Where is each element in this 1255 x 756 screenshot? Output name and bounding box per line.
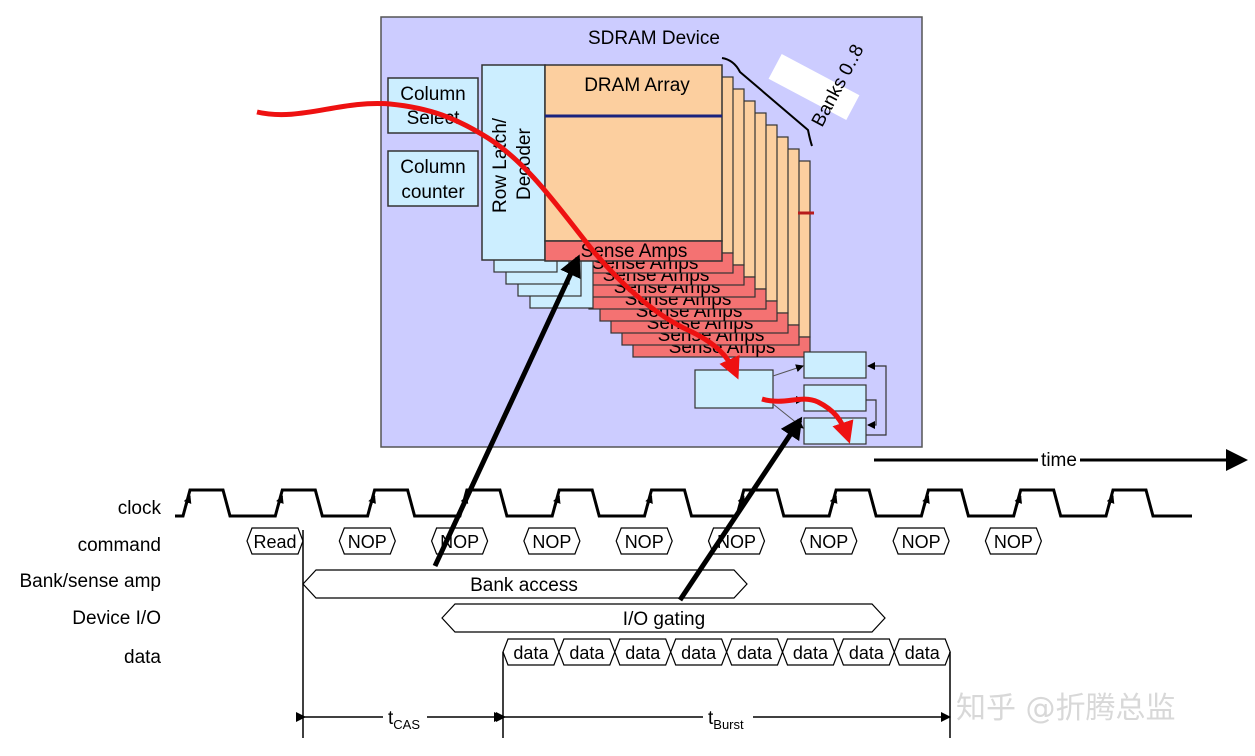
banks-bracket xyxy=(721,57,813,147)
command-label-6: NOP xyxy=(809,532,848,552)
column-counter-line1: Column xyxy=(400,157,465,178)
column-counter-line2: counter xyxy=(401,182,465,203)
column-select-line1: Column xyxy=(400,84,465,105)
data-word-label-2: data xyxy=(625,643,661,663)
data-word-label-1: data xyxy=(569,643,605,663)
row-decoder-line1: Row Latch/ xyxy=(490,117,511,213)
data-word-label-0: data xyxy=(513,643,549,663)
banks-label-bg xyxy=(768,53,860,121)
command-box-8 xyxy=(984,527,1043,555)
output-register-1 xyxy=(803,351,867,379)
clock-rising-edge-9 xyxy=(1013,495,1022,513)
clock-rising-edge-2 xyxy=(367,495,376,513)
command-label-8: NOP xyxy=(994,532,1033,552)
clock-rising-edge-7 xyxy=(829,495,838,513)
data-row: data data data data data data data data xyxy=(502,638,951,666)
command-box-4 xyxy=(615,527,673,555)
signal-label-device-io: Device I/O xyxy=(72,608,161,629)
column-select-line2: Select xyxy=(407,108,461,129)
command-label-7: NOP xyxy=(902,532,941,552)
tcas-label-bg xyxy=(383,706,427,730)
command-box-7 xyxy=(892,527,950,555)
latch-to-reg1 xyxy=(772,364,804,377)
command-box-3 xyxy=(523,527,581,555)
bank-access-label: Bank access xyxy=(470,575,578,596)
data-word-label-6: data xyxy=(849,643,885,663)
clock-rising-edge-5 xyxy=(644,495,653,513)
clock-rising-edge-0 xyxy=(183,495,192,513)
clock-rising-edge-1 xyxy=(275,495,284,513)
signal-label-data: data xyxy=(124,647,161,668)
clock-rising-edge-8 xyxy=(921,495,930,513)
tcas-sub: CAS xyxy=(393,717,420,732)
command-label-3: NOP xyxy=(532,532,571,552)
data-word-label-4: data xyxy=(737,643,773,663)
clock-waveform xyxy=(175,488,1192,518)
column-counter-box xyxy=(387,150,479,207)
command-label-1: NOP xyxy=(348,532,387,552)
data-word-label-3: data xyxy=(681,643,717,663)
tburst-label: tBurst xyxy=(708,708,744,732)
time-label-bg xyxy=(1038,449,1080,469)
bank-access-bar xyxy=(302,569,748,599)
command-label-5: NOP xyxy=(717,532,756,552)
command-label-0: Read xyxy=(253,532,296,552)
clock-rising-edge-4 xyxy=(552,495,561,513)
io-gating-label: I/O gating xyxy=(623,609,705,630)
read-command-arrow xyxy=(432,254,581,568)
data-word-label-7: data xyxy=(905,643,941,663)
dram-array-label: DRAM Array xyxy=(584,75,690,96)
tburst-base: t xyxy=(708,708,714,729)
watermark: 知乎 @折腾总监 xyxy=(956,691,1176,726)
data-path-to-output xyxy=(761,396,854,444)
sdram-device-title: SDRAM Device xyxy=(588,28,720,49)
command-label-4: NOP xyxy=(625,532,664,552)
row-decoder-box xyxy=(481,64,546,261)
sense-amps-label-front: Sense Amps xyxy=(581,241,688,262)
command-box-1 xyxy=(338,527,396,555)
io-gating-bar xyxy=(441,603,886,633)
tcas-base: t xyxy=(388,708,394,729)
signal-label-bank-sense-amp: Bank/sense amp xyxy=(19,571,161,592)
signal-label-clock: clock xyxy=(118,498,162,519)
clock-line xyxy=(175,488,1192,518)
time-label: time xyxy=(1041,450,1077,471)
output-register-3 xyxy=(803,417,867,445)
signal-label-command: command xyxy=(78,535,161,556)
dram-array-front xyxy=(544,64,723,242)
tcas-label: tCAS xyxy=(388,708,420,732)
io-latch-box xyxy=(694,369,774,409)
data-word-label-5: data xyxy=(793,643,829,663)
data-path-to-latch xyxy=(256,101,740,380)
io-gating-arrow xyxy=(677,416,803,602)
row-decoder-line2: Decoder xyxy=(514,128,535,200)
reg-loop-outer xyxy=(866,362,887,436)
reg-loop-inner xyxy=(866,399,877,429)
tburst-label-bg xyxy=(703,706,753,730)
tburst-sub: Burst xyxy=(713,717,744,732)
clock-rising-edge-10 xyxy=(1106,495,1115,513)
command-box-6 xyxy=(800,527,858,555)
